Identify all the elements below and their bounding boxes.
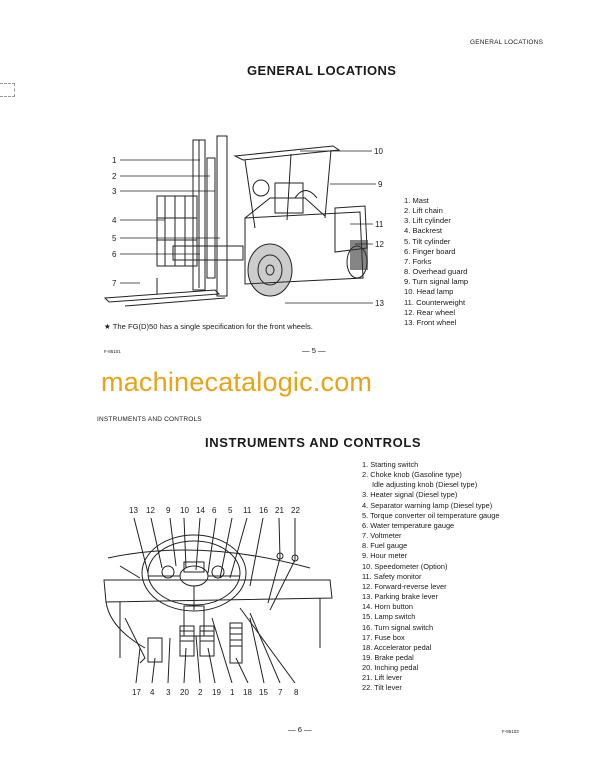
legend-item: 21. Lift lever xyxy=(362,673,403,683)
callout-num: 1 xyxy=(230,688,235,697)
legend-item: 20. Inching pedal xyxy=(362,663,419,673)
callout-num: 20 xyxy=(180,688,189,697)
callout-9: 9 xyxy=(378,180,383,189)
callout-num: 2 xyxy=(198,688,203,697)
callout-1: 1 xyxy=(112,156,117,165)
legend-item: 15. Lamp switch xyxy=(362,612,416,622)
legend-item: 5. Tilt cylinder xyxy=(404,236,451,246)
legend-item: 9. Turn signal lamp xyxy=(404,277,469,287)
legend-item: 14. Horn button xyxy=(362,602,413,612)
callout-num: 18 xyxy=(243,688,252,697)
instruments-legend: 1. Starting switch 2. Choke knob (Gasoli… xyxy=(362,460,500,694)
legend-item: 10. Head lamp xyxy=(404,287,454,297)
callout-num: 16 xyxy=(259,506,268,515)
callout-2: 2 xyxy=(112,172,117,181)
legend-item: 7. Forks xyxy=(404,256,432,266)
general-locations-title: GENERAL LOCATIONS xyxy=(247,63,397,78)
legend-item: 8. Overhead guard xyxy=(404,267,468,277)
scan-margin-mark xyxy=(0,83,15,97)
callout-num: 11 xyxy=(243,506,252,515)
legend-item: 13. Parking brake lever xyxy=(362,592,438,602)
callout-num: 15 xyxy=(259,688,268,697)
forklift-illustration xyxy=(103,135,368,307)
legend-item: 7. Voltmeter xyxy=(362,531,402,541)
callout-12: 12 xyxy=(375,240,384,249)
callout-num: 7 xyxy=(278,688,283,697)
legend-item: 4. Backrest xyxy=(404,226,442,236)
legend-item: 2. Lift chain xyxy=(404,206,443,216)
callout-num: 3 xyxy=(166,688,171,697)
front-wheel-note: ★ The FG(D)50 has a single specification… xyxy=(104,322,313,331)
legend-item: 19. Brake pedal xyxy=(362,652,414,662)
callout-num: 12 xyxy=(146,506,155,515)
figure-code: F-85103 xyxy=(502,729,519,734)
callout-num: 22 xyxy=(291,506,300,515)
callout-num: 14 xyxy=(196,506,205,515)
callout-num: 17 xyxy=(132,688,141,697)
page-number: — 6 — xyxy=(288,725,312,734)
legend-item: 18. Accelerator pedal xyxy=(362,642,432,652)
watermark: machinecatalogic.com xyxy=(101,367,373,397)
callout-7: 7 xyxy=(112,279,117,288)
legend-item: 2. Choke knob (Gasoline type) xyxy=(362,470,462,480)
legend-item: 12. Forward-reverse lever xyxy=(362,581,447,591)
callout-13: 13 xyxy=(375,299,384,308)
callout-num: 9 xyxy=(166,506,171,515)
callout-4: 4 xyxy=(112,216,117,225)
legend-item: 8. Fuel gauge xyxy=(362,541,408,551)
callout-num: 10 xyxy=(180,506,189,515)
legend-item: 11. Counterweight xyxy=(404,297,466,307)
legend-item: 5. Torque converter oil temperature gaug… xyxy=(362,510,500,520)
callout-num: 8 xyxy=(294,688,299,697)
legend-item: 22. Tilt lever xyxy=(362,683,402,693)
callout-num: 13 xyxy=(129,506,138,515)
section-header: INSTRUMENTS AND CONTROLS xyxy=(97,416,202,423)
legend-item: 9. Hour meter xyxy=(362,551,408,561)
legend-item: 10. Speedometer (Option) xyxy=(362,561,448,571)
general-legend: 1. Mast 2. Lift chain 3. Lift cylinder 4… xyxy=(404,196,468,328)
callout-num: 5 xyxy=(228,506,233,515)
callout-10: 10 xyxy=(374,147,383,156)
running-header: GENERAL LOCATIONS xyxy=(470,39,544,46)
callout-6: 6 xyxy=(112,250,117,259)
legend-item: 3. Lift cylinder xyxy=(404,216,451,226)
legend-item: 12. Rear wheel xyxy=(404,307,456,317)
callout-num: 6 xyxy=(212,506,217,515)
callout-5: 5 xyxy=(112,234,117,243)
cab-interior-illustration xyxy=(103,518,333,683)
instruments-title: INSTRUMENTS AND CONTROLS xyxy=(205,435,422,450)
legend-item: 3. Heater signal (Diesel type) xyxy=(362,490,458,500)
legend-item: 17. Fuse box xyxy=(362,632,405,642)
legend-item: 1. Mast xyxy=(404,196,429,205)
figure-code: F-85101 xyxy=(104,349,121,354)
legend-item: 4. Separator warning lamp (Diesel type) xyxy=(362,500,493,510)
legend-item: 16. Turn signal switch xyxy=(362,622,434,632)
legend-item: 6. Finger board xyxy=(404,246,456,256)
callout-3: 3 xyxy=(112,187,117,196)
callout-num: 21 xyxy=(275,506,284,515)
legend-item: 13. Front wheel xyxy=(404,317,457,327)
legend-item: 11. Safety monitor xyxy=(362,571,422,581)
callout-num: 19 xyxy=(212,688,221,697)
legend-item: 1. Starting switch xyxy=(362,460,419,469)
callout-num: 4 xyxy=(150,688,155,697)
page-number: — 5 — xyxy=(302,346,326,355)
legend-item: Idle adjusting knob (Diesel type) xyxy=(372,480,478,490)
callout-11: 11 xyxy=(375,220,384,229)
legend-item: 6. Water temperature gauge xyxy=(362,520,455,530)
